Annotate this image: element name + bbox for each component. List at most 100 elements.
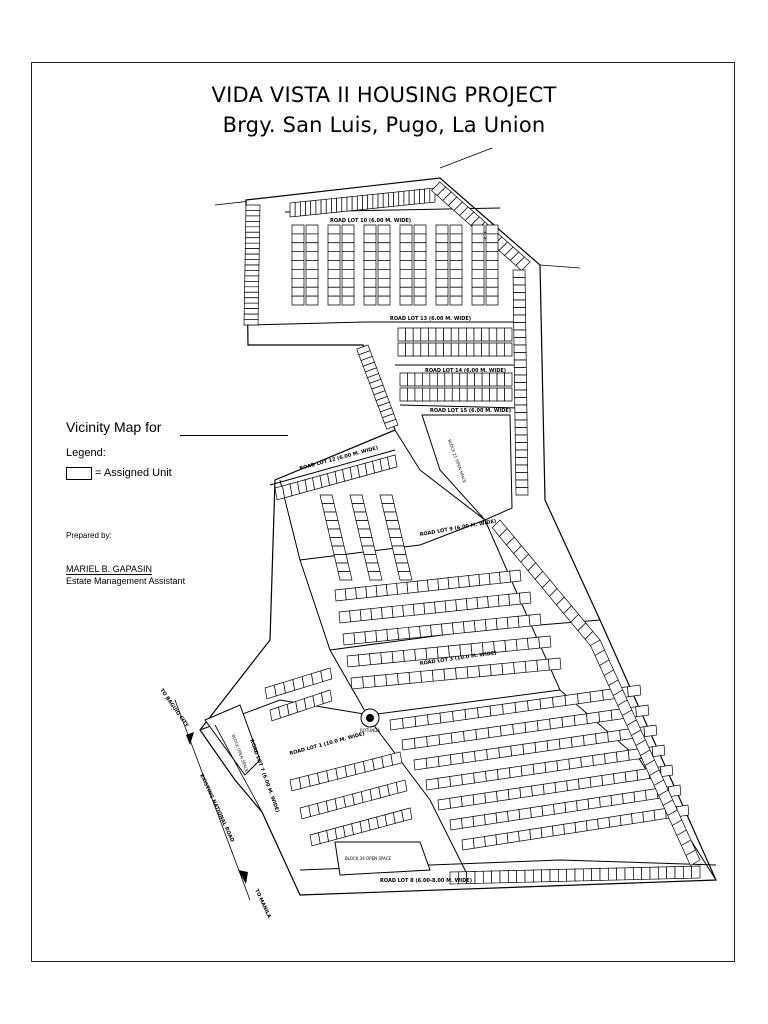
lot-parcel <box>365 585 378 599</box>
lot-parcel <box>291 233 305 244</box>
lot-parcel <box>441 622 454 636</box>
lot-parcel <box>435 269 449 279</box>
lot-parcel <box>381 606 394 619</box>
lot-parcel <box>408 189 415 206</box>
lot-parcel <box>401 737 416 751</box>
lot-parcel <box>481 327 490 342</box>
lot-parcel <box>399 260 413 270</box>
lot-parcel <box>548 657 562 671</box>
lot-parcel <box>501 662 515 675</box>
lot-parcel <box>459 387 468 402</box>
lot-parcel <box>405 342 414 357</box>
preparer-title: Estate Management Assistant <box>66 576 186 586</box>
lot-parcel <box>351 503 367 513</box>
lot-parcel <box>291 295 305 306</box>
lot-parcel <box>461 816 475 829</box>
lot-parcel <box>305 200 312 216</box>
lot-parcel <box>478 572 491 586</box>
lot-parcel <box>305 251 319 261</box>
lot-parcel <box>512 722 527 735</box>
lot-parcel <box>489 372 498 387</box>
lot-parcel <box>538 635 552 649</box>
lot-parcel <box>353 631 367 645</box>
lot-parcel <box>458 327 467 342</box>
lot-parcel <box>624 867 634 881</box>
prepared-by-label: Prepared by: <box>66 531 112 540</box>
lot-parcel <box>564 693 579 706</box>
lot-parcel <box>327 242 341 253</box>
lot-parcel <box>466 327 475 342</box>
road-lot-14-label: ROAD LOT 14 (6.00 M. WIDE) <box>425 368 506 374</box>
lot-parcel <box>423 601 436 615</box>
lot-parcel <box>438 732 453 746</box>
lot-parcel <box>428 327 437 342</box>
lot-parcel <box>507 809 521 822</box>
lot-parcel <box>622 791 636 805</box>
lot-parcel <box>244 286 259 293</box>
lot-parcel <box>482 870 493 884</box>
lot-parcel <box>325 520 341 530</box>
lot-parcel <box>685 849 701 866</box>
lot-parcel <box>387 528 403 538</box>
road-lot-15-line <box>399 404 521 409</box>
lot-parcel <box>495 616 509 630</box>
block-34-open-space <box>334 841 431 876</box>
lot-parcel <box>471 233 485 244</box>
lot-parcel <box>384 418 399 430</box>
lot-parcel <box>472 814 486 827</box>
lot-parcel <box>576 798 590 812</box>
lot-parcel <box>397 626 411 640</box>
lot-parcel <box>399 224 413 235</box>
lot-parcel <box>435 260 449 270</box>
lot-parcel <box>363 233 377 244</box>
lot-parcel <box>513 359 527 368</box>
lot-parcel <box>412 342 422 357</box>
lot-parcel <box>327 277 341 288</box>
lot-parcel <box>466 387 476 402</box>
lot-parcel <box>310 199 317 216</box>
lot-parcel <box>435 233 449 244</box>
lot-parcel <box>377 242 391 253</box>
lot-parcel <box>391 604 405 618</box>
lot-parcel <box>502 702 517 715</box>
lot-parcel <box>549 716 564 730</box>
lot-parcel <box>244 270 260 277</box>
lot-parcel <box>397 672 411 685</box>
lot-parcel <box>457 575 470 589</box>
national-road-label: EXISTING NATIONAL ROAD <box>198 773 235 843</box>
lot-parcel <box>427 578 440 592</box>
lot-parcel <box>346 654 360 668</box>
lot-parcel <box>513 352 527 361</box>
lot-parcel <box>513 299 526 308</box>
lot-parcel <box>291 286 305 297</box>
lot-parcel <box>485 295 499 306</box>
lot-parcel <box>399 372 408 387</box>
lot-parcel <box>370 607 383 621</box>
lot-parcel <box>399 277 413 288</box>
lot-parcel <box>320 667 333 683</box>
lot-parcel <box>471 269 485 279</box>
lot-parcel <box>566 778 580 792</box>
lot-parcel <box>531 783 545 797</box>
lot-parcel <box>419 624 432 638</box>
lot-parcel <box>496 342 505 357</box>
lot-parcel <box>429 387 438 402</box>
lot-parcel <box>513 322 527 331</box>
lot-parcel <box>244 281 260 288</box>
lot-parcel <box>363 251 377 261</box>
rotunda-center <box>366 714 374 722</box>
lot-parcel <box>413 189 420 205</box>
north-tick-line <box>439 147 493 169</box>
lot-parcel <box>613 771 627 785</box>
lot-parcel <box>481 342 490 357</box>
lot-parcel <box>514 374 527 383</box>
lot-parcel <box>461 794 475 807</box>
lot-parcel <box>364 630 378 644</box>
lot-parcel <box>471 277 485 288</box>
lot-parcel <box>513 329 527 338</box>
block-34-label: BLOCK 34 OPEN SPACE <box>345 856 392 861</box>
lot-parcel <box>504 638 518 652</box>
lot-parcel <box>573 713 588 726</box>
lot-parcel <box>624 769 639 783</box>
